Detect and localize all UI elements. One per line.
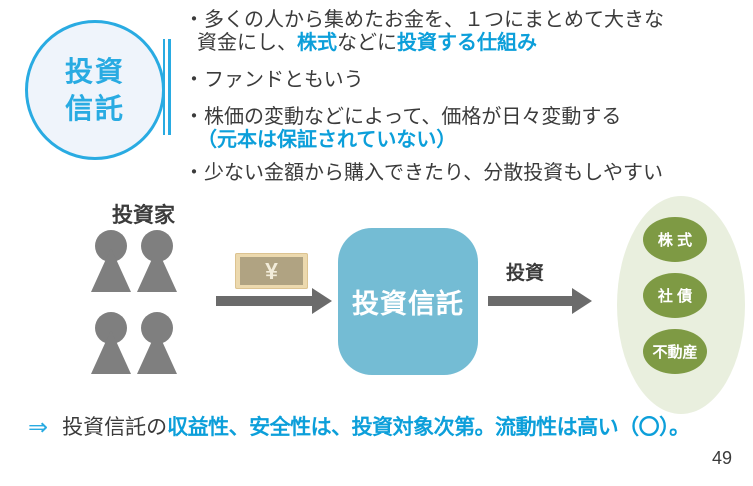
topic-line-2: 信託	[64, 93, 125, 124]
yen-banknote-inner: ¥	[240, 257, 303, 285]
yen-banknote-icon: ¥	[235, 253, 308, 289]
vertical-rule-thick	[168, 39, 171, 135]
fund-box: 投資信託	[338, 228, 478, 375]
conclusion-lead: 投資信託の	[62, 416, 168, 439]
asset-circle-bonds: 社 債	[643, 273, 707, 318]
invest-arrow	[488, 288, 592, 314]
bullet-1-pre: 資金にし、	[197, 32, 297, 54]
bullet-3-line-1: ・株価の変動などによって、価格が日々変動する	[184, 106, 622, 128]
bullet-1-highlight-mechanism: 投資する仕組み	[397, 32, 537, 54]
investors-label: 投資家	[112, 204, 175, 227]
asset-circle-stocks: 株 式	[643, 217, 707, 262]
bullet-1-mid: などに	[337, 32, 397, 54]
bullet-1-line-2: 資金にし、株式などに投資する仕組み	[197, 32, 537, 55]
conclusion-arrow-icon: ⇒	[28, 414, 49, 441]
conclusion-highlight: 収益性、安全性は、投資対象次第。流動性は高い（〇）。	[167, 416, 690, 439]
investor-icon	[137, 312, 177, 374]
money-flow-arrow	[216, 288, 332, 314]
investor-icons	[91, 230, 177, 374]
invest-arrow-label: 投資	[506, 263, 545, 284]
topic-line-1: 投資	[64, 56, 125, 87]
vertical-rule-thin	[163, 39, 165, 135]
bullet-1-highlight-stocks: 株式	[297, 32, 337, 54]
bullet-3-highlight-principal: （元本は保証されていない）	[197, 129, 457, 151]
investor-icon	[91, 230, 131, 292]
bullet-2: ・ファンドともいう	[184, 69, 364, 91]
topic-circle: 投資 信託	[25, 20, 165, 160]
conclusion-line: ⇒ 投資信託の収益性、安全性は、投資対象次第。流動性は高い（〇）。	[28, 413, 690, 443]
yen-symbol: ¥	[265, 257, 278, 284]
page-number: 49	[712, 448, 733, 468]
bullet-1-line-1: ・多くの人から集めたお金を、１つにまとめて大きな	[184, 9, 664, 31]
investor-icon	[137, 230, 177, 292]
investor-icon	[91, 312, 131, 374]
fund-box-label: 投資信託	[352, 289, 464, 319]
asset-circle-realestate: 不動産	[643, 329, 707, 374]
bullet-4: ・少ない金額から購入できたり、分散投資もしやすい	[184, 162, 663, 184]
